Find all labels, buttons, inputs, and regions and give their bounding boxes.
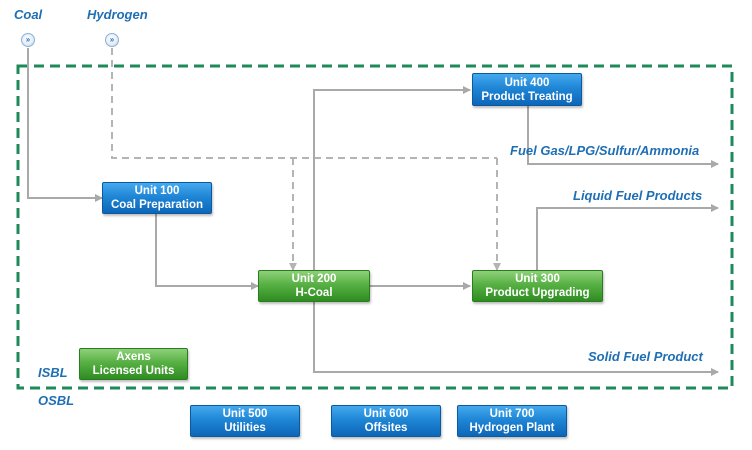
unit-300-box[interactable]: Unit 300 Product Upgrading (472, 270, 603, 302)
unit-600-name: Offsites (364, 422, 408, 434)
unit-500-number: Unit 500 (222, 408, 268, 420)
unit-700-number: Unit 700 (489, 408, 535, 420)
unit-200-box[interactable]: Unit 200 H-Coal (258, 270, 370, 302)
coal-input-label: Coal (14, 7, 43, 22)
fuel-gas-output-label: Fuel Gas/LPG/Sulfur/Ammonia (510, 143, 700, 158)
unit-300-number: Unit 300 (515, 273, 560, 285)
hydrogen-header-line (111, 48, 497, 159)
unit400-to-fuel-gas-line (527, 106, 719, 168)
unit-400-name: Product Treating (481, 90, 573, 103)
unit200-to-solid-fuel-line (313, 302, 719, 376)
unit-400-number: Unit 400 (504, 76, 550, 89)
hydrogen-input-label: Hydrogen (87, 7, 148, 22)
unit-200-name: H-Coal (295, 287, 333, 299)
unit-300-name: Product Upgrading (485, 287, 590, 299)
unit-100-number: Unit 100 (134, 185, 180, 197)
legend-line-2: Licensed Units (92, 365, 175, 377)
unit-600-number: Unit 600 (363, 408, 409, 420)
unit-500-box[interactable]: Unit 500 Utilities (190, 405, 300, 437)
double-chevron-down-icon: » (105, 33, 119, 47)
unit-400-box[interactable]: Unit 400 Product Treating (472, 73, 582, 106)
unit-600-box[interactable]: Unit 600 Offsites (331, 405, 441, 437)
solid-fuel-output-label: Solid Fuel Product (588, 349, 703, 364)
coal-to-unit100-line (27, 48, 103, 202)
unit-700-name: Hydrogen Plant (469, 422, 555, 434)
unit-200-number: Unit 200 (291, 273, 337, 285)
hydrogen-feed-lines (111, 48, 501, 271)
unit-100-box[interactable]: Unit 100 Coal Preparation (102, 182, 212, 214)
unit-100-name: Coal Preparation (110, 199, 204, 211)
unit200-to-unit400-line (313, 86, 471, 270)
unit100-to-unit200-line (155, 214, 259, 290)
unit300-to-liquid-fuel-line (536, 204, 719, 270)
licensed-units-legend: Axens Licensed Units (79, 348, 188, 380)
process-flow-lines (27, 48, 719, 376)
double-chevron-down-icon: » (21, 33, 35, 47)
liquid-fuel-output-label: Liquid Fuel Products (573, 188, 703, 203)
osbl-label: OSBL (38, 393, 75, 408)
isbl-boundary (16, 64, 734, 390)
legend-line-1: Axens (116, 351, 151, 363)
unit-700-box[interactable]: Unit 700 Hydrogen Plant (457, 405, 567, 437)
isbl-label: ISBL (38, 365, 68, 380)
unit-500-name: Utilities (224, 422, 266, 434)
